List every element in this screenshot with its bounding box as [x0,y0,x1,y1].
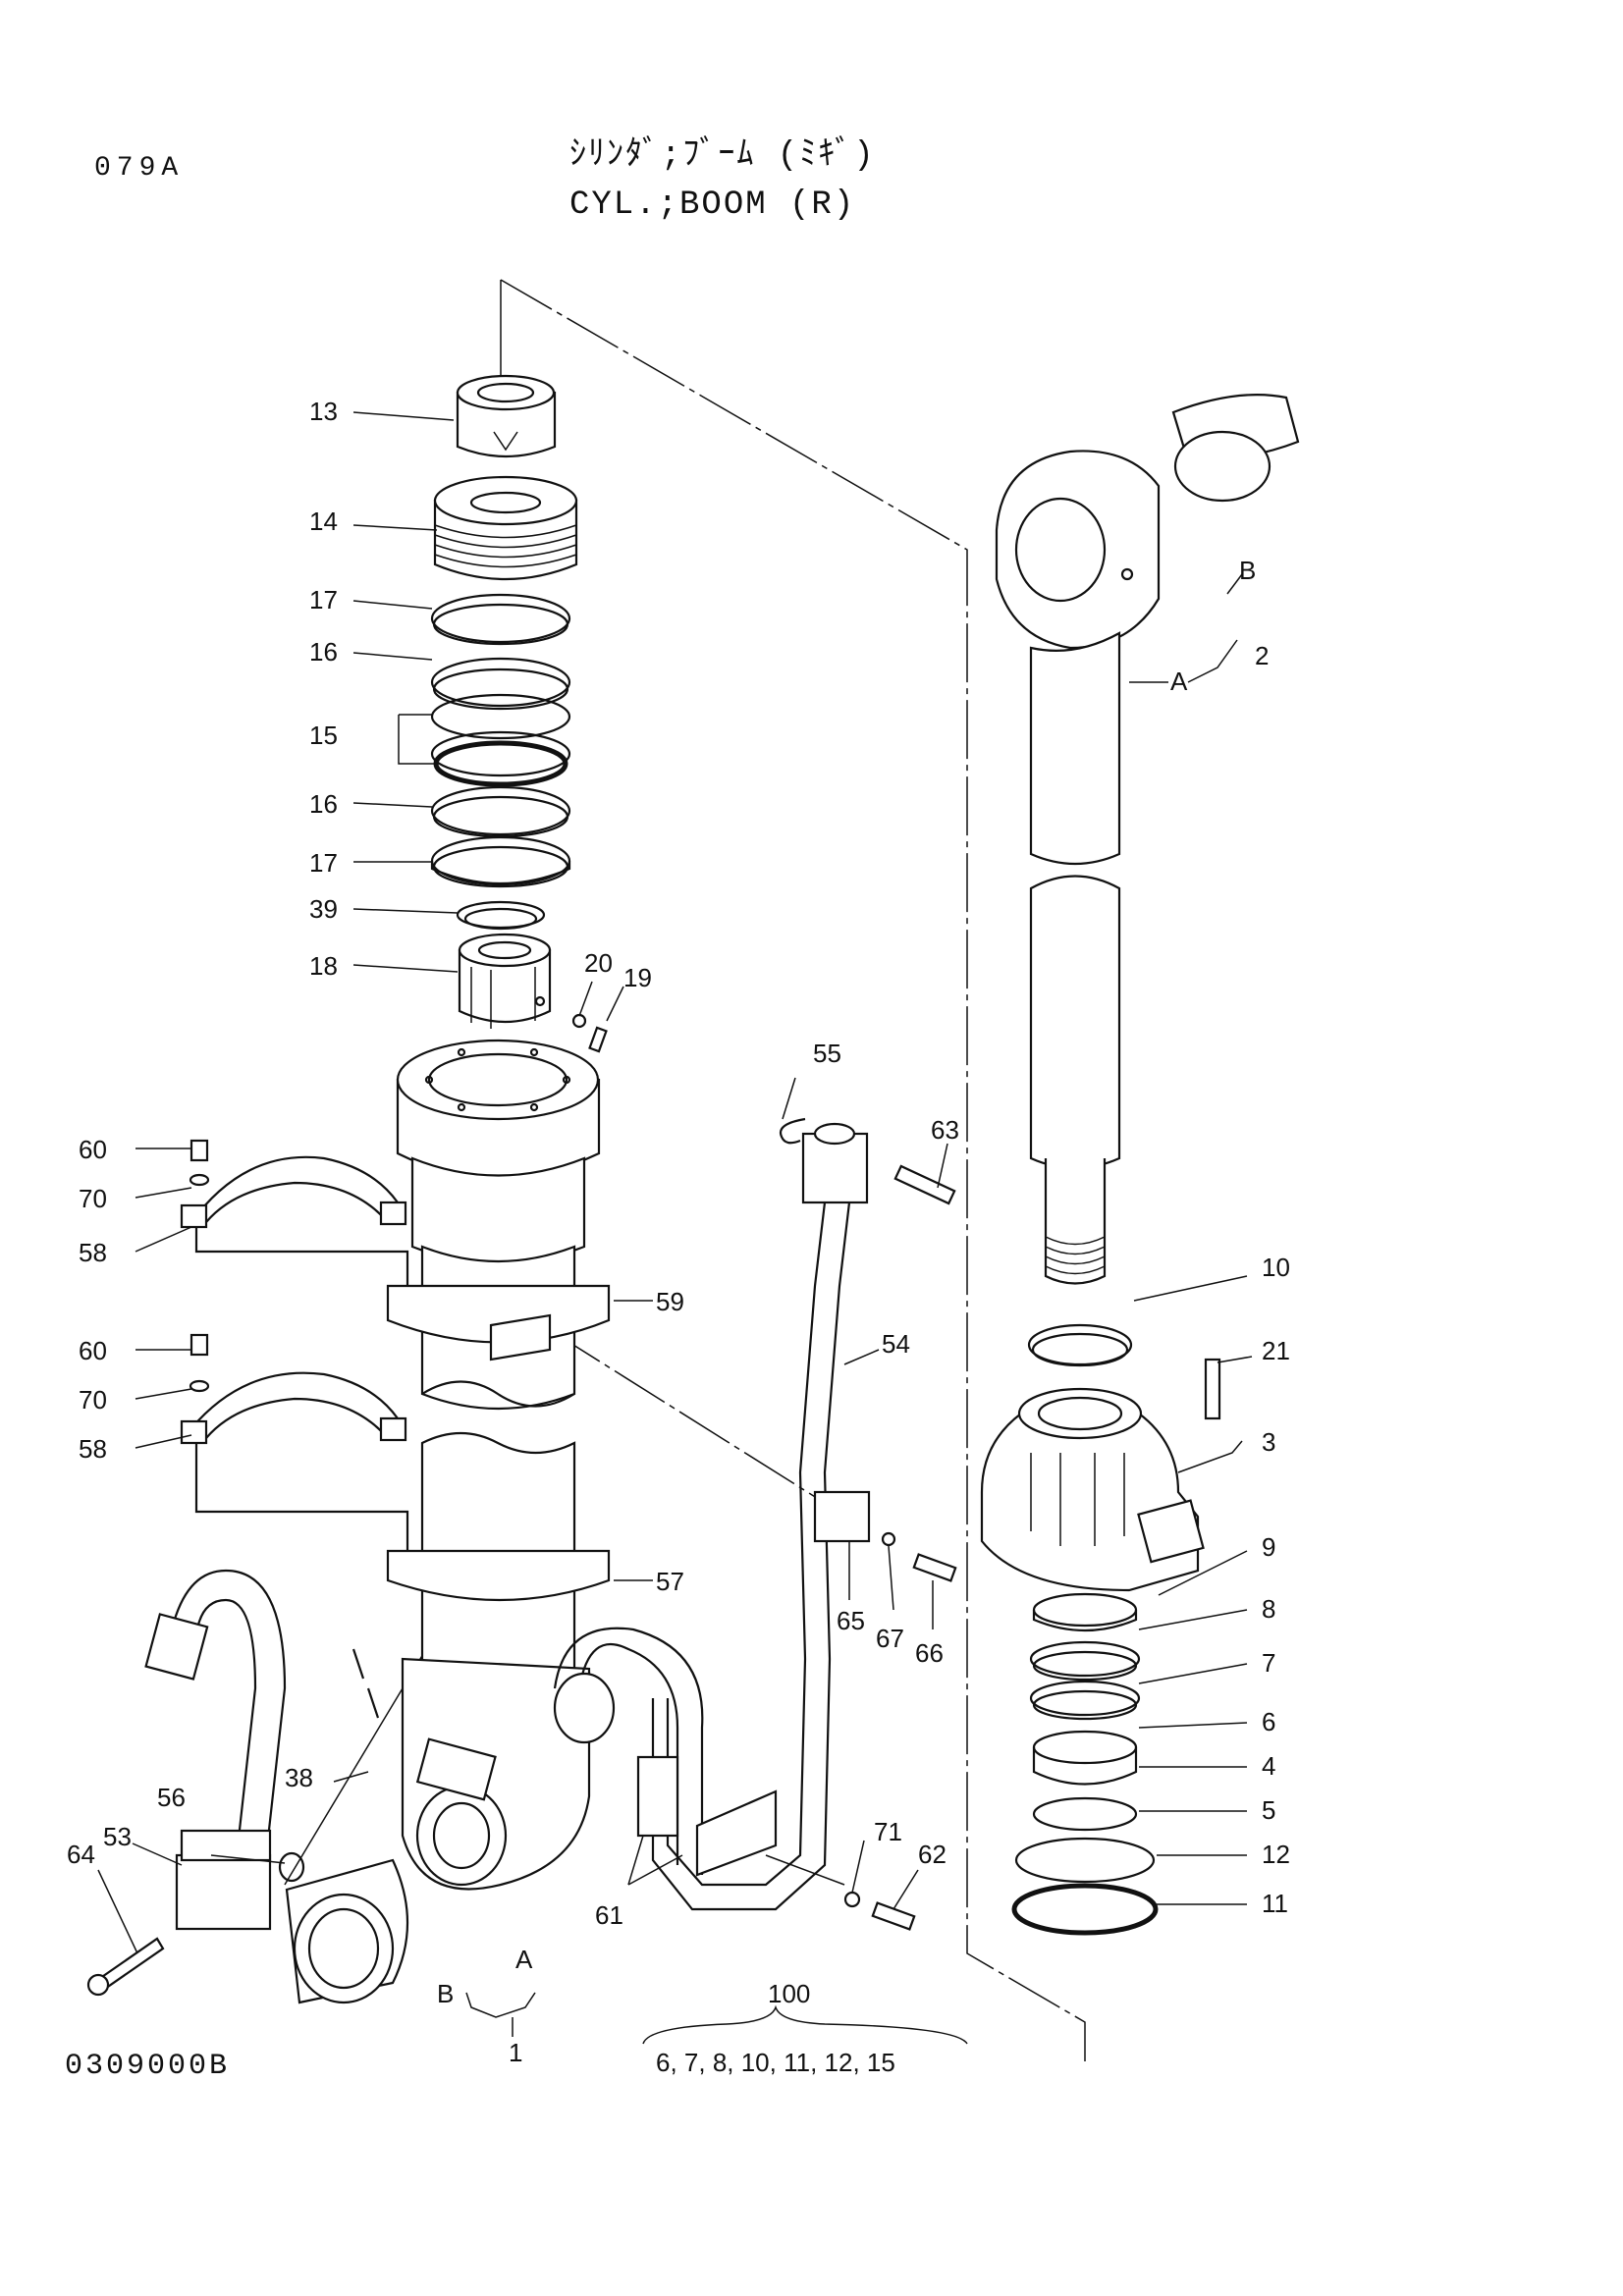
piston-rod [995,394,1300,1285]
hose-middle [352,1117,957,1931]
callout-54: 54 [882,1329,910,1359]
callout-6: 6 [1262,1707,1275,1736]
clamps [180,1139,611,1602]
callout-16-bottom: 16 [309,789,338,819]
callout-58-bottom: 58 [79,1434,107,1464]
callout-11: 11 [1262,1889,1288,1918]
callout-10: 10 [1262,1253,1290,1282]
callout-12: 12 [1262,1840,1290,1869]
part-13-bushing [456,374,557,458]
callout-15: 15 [309,721,338,750]
callout-65: 65 [837,1606,865,1635]
callout-A-right: A [1170,667,1188,696]
callout-20: 20 [584,948,613,978]
callout-60-bottom: 60 [79,1336,107,1365]
callout-67: 67 [876,1624,904,1653]
kit-number: 100 [768,1979,810,2008]
callout-39: 39 [309,894,338,924]
callout-56: 56 [157,1783,186,1812]
callout-labels: 13 14 17 16 15 16 17 39 18 20 19 60 70 5… [67,397,1290,2077]
callout-16-top: 16 [309,637,338,667]
cylinder-barrel [396,1039,601,1891]
callout-3: 3 [1262,1427,1275,1457]
callout-71: 71 [874,1817,902,1846]
rod-head-gland [980,1323,1221,1936]
callout-13: 13 [309,397,338,426]
callout-14: 14 [309,507,338,536]
leader-lines [97,411,1253,2045]
callout-21: 21 [1262,1336,1290,1365]
drawing-number: 0309000B [65,2050,231,2083]
callout-60-top: 60 [79,1135,107,1164]
callout-55: 55 [813,1039,841,1068]
callout-5: 5 [1262,1795,1275,1825]
callout-64: 64 [67,1840,95,1869]
callout-61: 61 [595,1900,623,1930]
callout-7: 7 [1262,1648,1275,1678]
callout-59: 59 [656,1287,684,1316]
kit-contents: 6, 7, 8, 10, 11, 12, 15 [656,2048,895,2077]
part-14-piston [433,475,578,581]
callout-9: 9 [1262,1532,1275,1562]
callout-38: 38 [285,1763,313,1792]
callout-18: 18 [309,951,338,981]
title-japanese: ｼﾘﾝﾀﾞ;ﾌﾞｰﾑ (ﾐｷﾞ) [569,137,876,175]
callout-19: 19 [623,963,652,992]
callout-70-bottom: 70 [79,1385,107,1415]
hose-left [86,1569,409,2004]
callout-57: 57 [656,1567,684,1596]
callout-17-top: 17 [309,585,338,614]
callout-4: 4 [1262,1751,1275,1781]
callout-A-left: A [515,1945,533,1974]
callout-70-top: 70 [79,1184,107,1213]
callout-58-top: 58 [79,1238,107,1267]
callout-53: 53 [103,1822,132,1851]
callout-62: 62 [918,1840,947,1869]
callout-8: 8 [1262,1594,1275,1624]
callout-63: 63 [931,1115,959,1145]
part-18-nut [458,933,608,1053]
callout-2: 2 [1255,641,1269,670]
callout-B-left: B [437,1979,454,2008]
callout-17-bottom: 17 [309,848,338,878]
callout-B-right: B [1239,556,1256,585]
page-code: 079A [94,153,185,184]
title-english: CYL.;BOOM (R) [569,187,856,224]
callout-66: 66 [915,1638,944,1668]
piston-rings [430,593,571,931]
callout-1: 1 [509,2038,522,2067]
